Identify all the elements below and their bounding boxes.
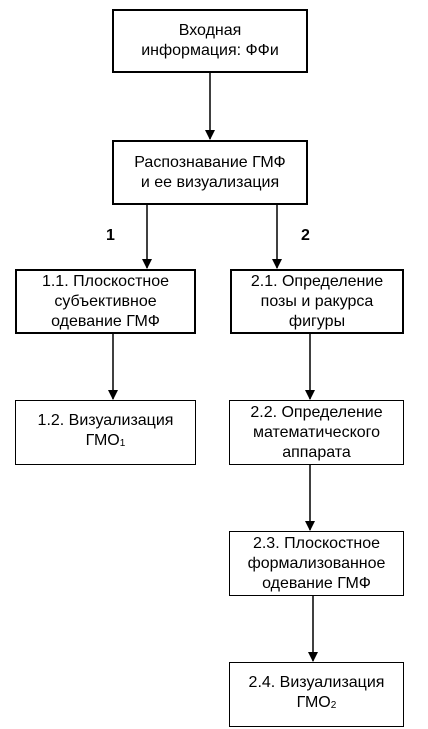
node-text-line: формализованное: [247, 554, 386, 572]
node-text-line: 2.3. Плоскостное: [252, 534, 381, 552]
node-text-subscript: 1: [119, 438, 126, 449]
node-text-main: ГМО: [296, 694, 331, 711]
node-2-3-formalized-dressing: 2.3. Плоскостное формализованное одевани…: [229, 531, 404, 596]
node-text-line: информация: ФФи: [141, 42, 279, 59]
node-text-line: фигуры: [288, 312, 346, 330]
node-2-1-pose-detection: 2.1. Определение позы и ракурса фигуры: [230, 269, 404, 334]
node-text-main: ГМО: [85, 432, 120, 449]
node-text-line: позы и ракурса: [260, 292, 374, 310]
node-text-line: 1.1. Плоскостное: [41, 272, 170, 290]
node-1-2-visualization: 1.2. Визуализация ГМО1: [15, 400, 196, 465]
node-text-line: ГМО2: [297, 693, 337, 716]
node-text-line: математического: [252, 423, 381, 441]
node-2-4-visualization: 2.4. Визуализация ГМО2: [229, 662, 404, 727]
node-text-line: 1.2. Визуализация: [37, 412, 174, 429]
node-recognition: Распознавание ГМФ и ее визуализация: [112, 140, 308, 205]
node-text-line: и ее визуализация: [140, 173, 280, 191]
node-text-line: субъективное: [54, 292, 157, 310]
branch-label-1: 1: [106, 227, 115, 244]
node-text-line: одевание ГМФ: [262, 574, 371, 592]
node-text-line: 2.2. Определение: [250, 403, 383, 421]
node-1-1-subjective-dressing: 1.1. Плоскостное субъективное одевание Г…: [15, 269, 196, 334]
node-text-line: 2.1. Определение: [250, 272, 384, 290]
node-2-2-math-apparatus: 2.2. Определение математического аппарат…: [229, 400, 404, 465]
node-text-line: одевание ГМФ: [51, 312, 160, 330]
node-text-line: 2.4. Визуализация: [248, 674, 385, 691]
branch-label-2: 2: [301, 227, 310, 244]
node-input-information: Входная информация: ФФи: [112, 9, 308, 73]
node-text-line: ГМО1: [86, 431, 126, 454]
node-text-line: Распознавание ГМФ: [134, 153, 286, 171]
node-text-line: аппарата: [282, 443, 351, 461]
node-text-line: Входная: [178, 22, 242, 39]
node-text-subscript: 2: [330, 700, 337, 711]
